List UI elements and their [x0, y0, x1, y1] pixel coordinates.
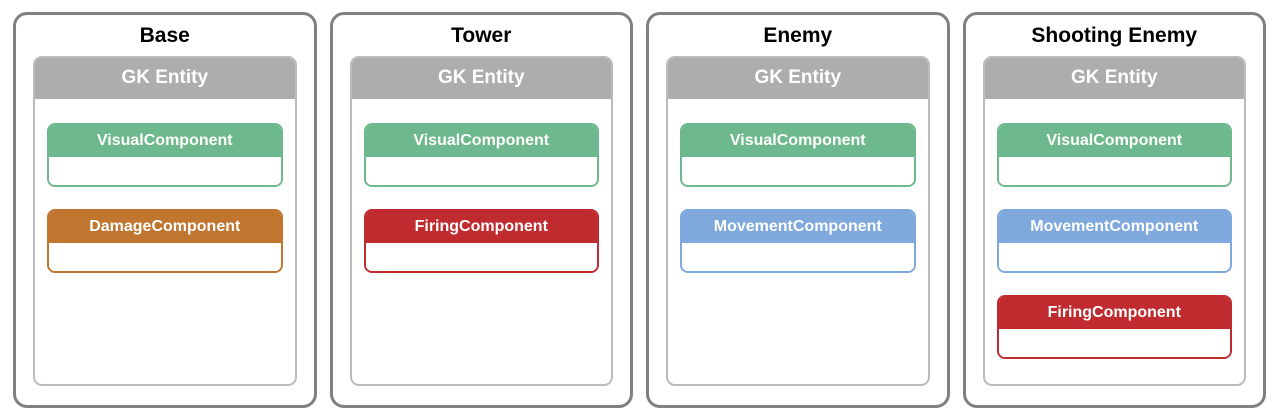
entity-header-label: GK Entity: [437, 67, 525, 88]
component-header: VisualComponent: [49, 125, 281, 157]
component-label: MovementComponent: [713, 218, 882, 235]
component-body: [49, 243, 281, 271]
component-label: DamageComponent: [89, 218, 241, 235]
entity-header: GK Entity: [35, 58, 295, 99]
component-box: FiringComponent: [996, 295, 1232, 359]
entity-box: GK Entity VisualComponent FiringComponen…: [349, 56, 613, 386]
entity-box: GK Entity VisualComponent MovementCompon…: [982, 56, 1246, 386]
component-body: [49, 157, 281, 185]
component-label: MovementComponent: [1030, 218, 1199, 235]
component-box: VisualComponent: [680, 123, 916, 187]
component-box: VisualComponent: [363, 123, 599, 187]
panel-title: Tower: [451, 24, 512, 47]
component-body: [998, 243, 1230, 271]
entity-box: GK Entity VisualComponent DamageComponen…: [33, 56, 297, 386]
component-box: MovementComponent: [680, 209, 916, 273]
entity-panel: Shooting Enemy GK Entity VisualComponent…: [962, 12, 1266, 408]
component-body: [365, 243, 597, 271]
component-label: VisualComponent: [729, 132, 866, 149]
entity-header-label: GK Entity: [754, 67, 842, 88]
component-label: VisualComponent: [413, 132, 550, 149]
component-body: [682, 157, 914, 185]
component-header: VisualComponent: [365, 125, 597, 157]
entity-body: VisualComponent FiringComponent: [352, 99, 612, 384]
entity-header-label: GK Entity: [121, 67, 209, 88]
entity-header: GK Entity: [984, 58, 1244, 99]
entity-body: VisualComponent MovementComponent: [668, 99, 928, 384]
component-header: FiringComponent: [365, 211, 597, 243]
component-label: FiringComponent: [1047, 304, 1181, 321]
entity-body: VisualComponent DamageComponent: [35, 99, 295, 384]
entity-panel: Base GK Entity VisualComponent DamageCom…: [13, 12, 317, 408]
component-box: MovementComponent: [996, 209, 1232, 273]
component-box: DamageComponent: [47, 209, 283, 273]
component-header: MovementComponent: [998, 211, 1230, 243]
component-header: DamageComponent: [49, 211, 281, 243]
entity-body: VisualComponent MovementComponent Firing…: [985, 99, 1245, 384]
entity-header-label: GK Entity: [1070, 67, 1158, 88]
component-body: [682, 243, 914, 271]
panel-title: Base: [139, 24, 190, 47]
component-box: FiringComponent: [363, 209, 599, 273]
entity-panel: Enemy GK Entity VisualComponent Movement…: [646, 12, 950, 408]
entity-header: GK Entity: [351, 58, 611, 99]
component-header: FiringComponent: [998, 297, 1230, 329]
component-box: VisualComponent: [47, 123, 283, 187]
component-header: VisualComponent: [998, 125, 1230, 157]
entity-panel: Tower GK Entity VisualComponent FiringCo…: [329, 12, 633, 408]
entity-header: GK Entity: [668, 58, 928, 99]
component-body: [998, 329, 1230, 357]
component-box: VisualComponent: [996, 123, 1232, 187]
component-body: [998, 157, 1230, 185]
component-label: VisualComponent: [96, 132, 233, 149]
panel-title: Shooting Enemy: [1031, 24, 1198, 47]
component-body: [365, 157, 597, 185]
component-header: VisualComponent: [682, 125, 914, 157]
component-header: MovementComponent: [682, 211, 914, 243]
entity-box: GK Entity VisualComponent MovementCompon…: [666, 56, 930, 386]
component-label: VisualComponent: [1046, 132, 1183, 149]
panel-title: Enemy: [763, 24, 833, 47]
component-label: FiringComponent: [414, 218, 548, 235]
